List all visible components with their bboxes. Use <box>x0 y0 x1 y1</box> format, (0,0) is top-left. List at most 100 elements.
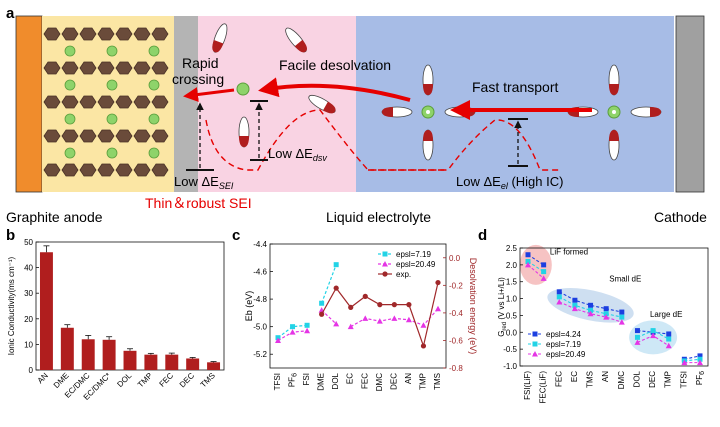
y-tick-label: 1.5 <box>506 278 518 287</box>
x-tick-label-base: TMP <box>418 373 427 390</box>
intercalated-li-ion <box>148 45 160 57</box>
x-tick-label-base: TMS <box>433 373 442 390</box>
graphite-hexagon <box>61 95 79 109</box>
data-point <box>697 356 703 362</box>
panel-b-letter: b <box>6 227 15 244</box>
graphite-hexagon <box>151 61 169 75</box>
data-point <box>377 302 383 308</box>
solvent-shell2-1-oxygen <box>609 130 619 141</box>
label-thin-robust-sei: Thin＆robust SEI <box>145 195 252 211</box>
y-tick-left-label: -5.0 <box>253 323 267 332</box>
x-tick-label: TFSI <box>679 371 688 388</box>
data-point <box>572 302 578 308</box>
data-point <box>618 319 625 325</box>
label-cathode: Cathode <box>654 209 707 225</box>
data-point <box>304 322 310 328</box>
y-tick-right-label: -0.8 <box>449 364 463 373</box>
series-line <box>684 358 701 362</box>
graphite-layers <box>43 27 169 177</box>
x-tick-label: TFSI <box>273 373 282 390</box>
barrier-dsv <box>250 100 268 161</box>
anode-bar <box>15 15 43 193</box>
bar <box>81 339 95 370</box>
bar <box>207 362 221 370</box>
x-tick-label-base: TMP <box>664 371 673 388</box>
intercalated-li-ion <box>148 79 160 91</box>
graphite-hexagon <box>115 27 133 41</box>
graphite-hexagon <box>79 163 97 177</box>
data-point <box>391 315 398 321</box>
x-tick-label: PF6 <box>288 373 299 387</box>
series-line <box>321 264 337 304</box>
li-ion-solvated-2 <box>607 105 621 119</box>
data-point <box>333 262 339 268</box>
solvent-2 <box>285 27 307 53</box>
x-tick-label: DMC <box>375 373 384 391</box>
legend-marker <box>382 261 388 267</box>
x-tick-label: AN <box>404 373 413 384</box>
plot-frame <box>269 243 447 369</box>
sei-band <box>174 16 198 192</box>
solvent-shell1-2 <box>381 106 413 118</box>
graphite-hexagon <box>97 129 115 143</box>
x-tick-label-base: PF <box>695 375 704 385</box>
y-tick-label: 10 <box>24 340 33 349</box>
data-point <box>571 305 578 312</box>
data-point <box>634 339 641 345</box>
solvent-4 <box>308 94 336 114</box>
label-crossing: crossing <box>172 71 224 87</box>
panel-c-letter: c <box>232 227 240 244</box>
data-point <box>304 327 311 334</box>
label-low-de-sei: Low ΔESEI <box>174 174 234 191</box>
y-tick-label: 20 <box>24 315 33 324</box>
legend-marker <box>532 351 538 357</box>
graphite-hexagon <box>133 129 151 143</box>
x-tick-label: EC <box>346 373 355 384</box>
bar <box>102 339 116 370</box>
data-point <box>665 342 672 349</box>
data-point <box>588 307 594 313</box>
y-axis-left-label: Eb (eV) <box>244 291 254 322</box>
solvent-shell1-0 <box>422 64 434 96</box>
y-tick-label: 50 <box>24 238 33 247</box>
bar <box>186 358 200 370</box>
graphite-hexagon <box>61 129 79 143</box>
x-tick-label-base: PF <box>288 377 297 387</box>
label-low-de-sei-sub: SEI <box>219 181 234 191</box>
graphite-hexagon <box>97 27 115 41</box>
legend-label: epsl=20.49 <box>546 350 586 359</box>
intercalated-li-ion <box>106 45 118 57</box>
data-point <box>540 275 547 281</box>
data-point <box>391 302 397 308</box>
legend-marker <box>382 271 388 277</box>
graphite-hexagon <box>151 27 169 41</box>
graphite-hexagon <box>151 163 169 177</box>
bar <box>123 350 137 370</box>
y-tick-right-label: 0.0 <box>449 254 461 263</box>
x-tick-label: DOL <box>331 372 340 389</box>
graphite-hexagon <box>133 95 151 109</box>
x-tick-label-base: FEC <box>360 373 369 389</box>
solvent-shell1-0-oxygen <box>423 84 433 95</box>
label-low-de-el: Low ΔEel (High IC) <box>456 174 563 191</box>
data-point <box>603 311 609 317</box>
graphite-hexagon <box>43 95 61 109</box>
label-low-de-dsv-sub: dsv <box>313 153 328 163</box>
data-point <box>681 359 688 366</box>
label-low-de-dsv-text: Low ΔE <box>268 146 313 161</box>
x-tick-label-base: AN <box>601 371 610 382</box>
x-tick-label-base: FEC <box>554 371 563 387</box>
series-line <box>321 309 337 325</box>
data-point <box>666 336 672 342</box>
intercalated-li-ion <box>106 147 118 159</box>
x-tick-label: DME <box>317 373 326 391</box>
data-point <box>556 289 562 295</box>
label-low-de-el-suffix: (High IC) <box>508 174 564 189</box>
label-rapid: Rapid <box>182 55 219 71</box>
x-tick-label: DMC <box>617 371 626 389</box>
solvent-1-oxygen <box>212 40 224 53</box>
data-point <box>572 297 578 303</box>
legend-label: epsl=7.19 <box>546 340 581 349</box>
label-low-de-el-text: Low ΔE <box>456 174 501 189</box>
data-point <box>376 318 383 324</box>
